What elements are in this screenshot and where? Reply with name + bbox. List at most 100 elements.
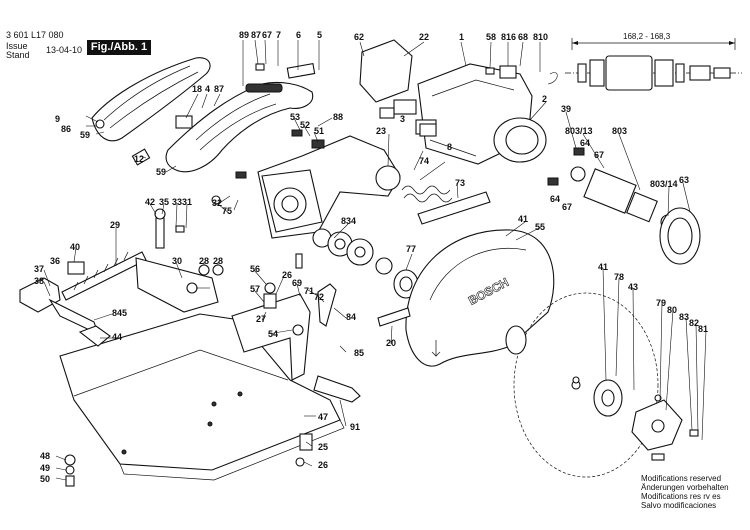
- callout-label: 67: [594, 150, 604, 160]
- callout-label: 26: [282, 270, 292, 280]
- gear-arm: [257, 135, 401, 239]
- callout-label: 67: [262, 30, 272, 40]
- callout-label: 4: [205, 84, 210, 94]
- vise-screw: [61, 251, 147, 301]
- callout-label: 48: [40, 451, 50, 461]
- callout-label: 33: [172, 197, 182, 207]
- callout-label: 31: [182, 197, 192, 207]
- callout-label: 87: [214, 84, 224, 94]
- callout-label: 7: [276, 30, 281, 40]
- callout-label: 29: [110, 220, 120, 230]
- callout-label: 72: [314, 292, 324, 302]
- callout-label: 43: [628, 282, 638, 292]
- callout-label: 91: [350, 422, 360, 432]
- callout-label: 84: [346, 312, 356, 322]
- callout-label: 77: [406, 244, 416, 254]
- callout-label: 12: [134, 154, 144, 164]
- callout-label: 25: [318, 442, 328, 452]
- callout-label: 68: [518, 32, 528, 42]
- motor-armature: [547, 147, 701, 265]
- callout-label: 37: [34, 264, 44, 274]
- note-line: Änderungen vorbehalten: [641, 483, 729, 492]
- callout-label: 89: [239, 30, 249, 40]
- callout-label: 30: [172, 256, 182, 266]
- handle-main: [165, 81, 314, 173]
- fence-bracket: [231, 293, 311, 381]
- base-plate: [59, 313, 345, 481]
- callout-label: 59: [80, 130, 90, 140]
- callout-label: 28: [213, 256, 223, 266]
- callout-label: 63: [679, 175, 689, 185]
- callout-label: 82: [689, 318, 699, 328]
- callout-label: 845: [112, 308, 127, 318]
- callout-label: 50: [40, 474, 50, 484]
- callout-label: 64: [580, 138, 590, 148]
- callout-label: 64: [550, 194, 560, 204]
- callout-label: 35: [159, 197, 169, 207]
- callout-label: 810: [533, 32, 548, 42]
- callout-label: 816: [501, 32, 516, 42]
- callout-label: 59: [156, 167, 166, 177]
- callout-label: 74: [419, 156, 429, 166]
- dimension-label: 168,2 - 168,3: [623, 32, 671, 41]
- callout-label: 3: [400, 114, 405, 124]
- callout-label: 2: [542, 94, 547, 104]
- callout-label: 69: [292, 278, 302, 288]
- callout-label: 47: [318, 412, 328, 422]
- callout-label: 18: [192, 84, 202, 94]
- callout-label: 42: [145, 197, 155, 207]
- stand-label: Stand: [6, 50, 30, 60]
- callout-label: 40: [70, 242, 80, 252]
- callout-label: 36: [50, 256, 60, 266]
- callout-label: 83: [679, 312, 689, 322]
- callout-label: 23: [376, 126, 386, 136]
- callout-label: 55: [535, 222, 545, 232]
- callout-label: 88: [333, 112, 343, 122]
- callout-label: 57: [250, 284, 260, 294]
- return-spring: [401, 185, 453, 203]
- note-line: Modifications res rv es: [641, 492, 721, 501]
- callout-label: 38: [34, 276, 44, 286]
- armature-detail: 168,2 - 168,3: [565, 32, 742, 91]
- callout-label: 87: [251, 30, 261, 40]
- callout-label: 41: [518, 214, 528, 224]
- callout-label: 49: [40, 463, 50, 473]
- note-line: Salvo modificaciones: [641, 501, 717, 510]
- fasteners: [64, 63, 699, 487]
- callout-label: 22: [419, 32, 429, 42]
- callout-label: 67: [562, 202, 572, 212]
- callout-label: 62: [354, 32, 364, 42]
- callout-label: 80: [667, 305, 677, 315]
- leader-lines: [43, 39, 707, 481]
- modifications-notes: Modifications reserved Änderungen vorbeh…: [641, 474, 729, 510]
- doc-number: 3 601 L17 080: [6, 30, 64, 40]
- callout-label: 834: [341, 216, 356, 226]
- callout-label: 58: [486, 32, 496, 42]
- callout-label: 73: [455, 178, 465, 188]
- callout-label: 8: [447, 142, 452, 152]
- support-rod: [417, 191, 491, 225]
- callout-label: 28: [199, 256, 209, 266]
- callout-label: 53: [290, 112, 300, 122]
- callout-label: 52: [300, 120, 310, 130]
- callout-label: 1: [459, 32, 464, 42]
- callout-label: 86: [61, 124, 71, 134]
- cutting-blade: [505, 292, 659, 478]
- callout-label: 26: [318, 460, 328, 470]
- motor-housing: [359, 39, 547, 165]
- handle-cover: [91, 57, 211, 142]
- blade-guard: BOSCH: [405, 229, 555, 367]
- callout-label: 78: [614, 272, 624, 282]
- callout-label: 803/14: [650, 179, 678, 189]
- callout-label: 803/13: [565, 126, 593, 136]
- callout-label: 71: [304, 286, 314, 296]
- issue-date: 13-04-10: [46, 45, 83, 55]
- callout-label: 79: [656, 298, 666, 308]
- callout-label: 6: [296, 30, 301, 40]
- callout-label: 803: [612, 126, 627, 136]
- note-line: Modifications reserved: [641, 474, 722, 483]
- callout-label: 75: [222, 206, 232, 216]
- issue-label: Issue: [6, 41, 28, 51]
- callout-label: 41: [598, 262, 608, 272]
